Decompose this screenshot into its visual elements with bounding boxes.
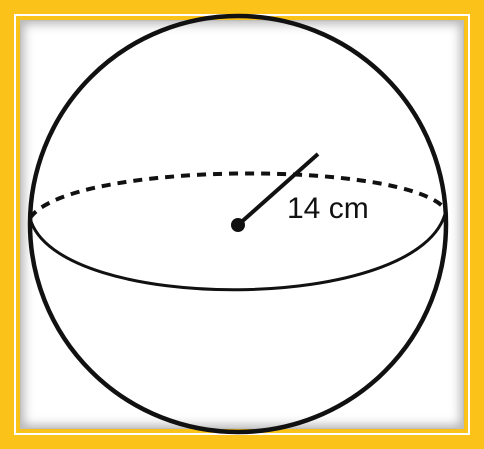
center-point: [231, 218, 245, 232]
equator-front-solid: [28, 209, 448, 292]
radius-line: [236, 152, 320, 227]
sphere-outline: [27, 13, 449, 435]
radius-label: 14 cm: [287, 192, 369, 225]
equator-back-dashed: [28, 171, 448, 220]
